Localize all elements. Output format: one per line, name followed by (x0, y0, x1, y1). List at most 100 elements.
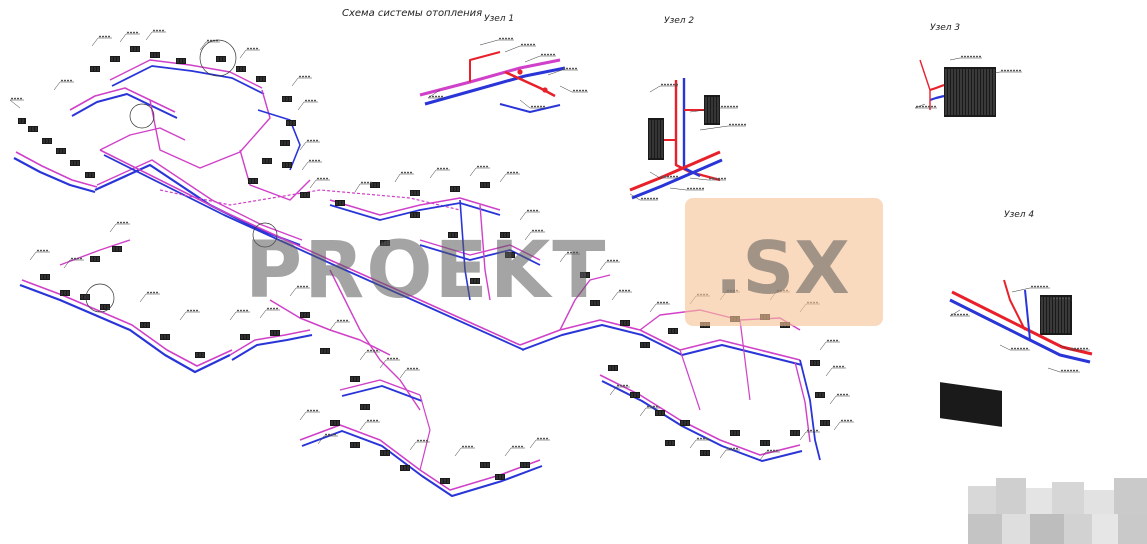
leader-label-glyph (610, 259, 612, 262)
leader-label-glyph (657, 301, 659, 304)
leader-label-glyph (516, 171, 518, 174)
leader-label-glyph (133, 31, 135, 34)
leader-stroke (359, 351, 367, 361)
leader-label-glyph (1053, 297, 1055, 300)
leader-label-glyph (670, 83, 672, 86)
leader-line (547, 67, 578, 76)
leader-label-glyph (703, 293, 705, 296)
leader-label-glyph (619, 289, 621, 292)
leader-label-glyph (1034, 285, 1036, 288)
radiator (380, 240, 390, 246)
leader-label-glyph (833, 365, 835, 368)
radiator (28, 126, 38, 132)
leader-stroke (799, 431, 807, 441)
leader-label-glyph (676, 175, 678, 178)
leader-label-glyph (61, 79, 63, 82)
leader-stroke (529, 439, 537, 449)
leader-label-glyph (196, 309, 198, 312)
leader-label-glyph (518, 445, 520, 448)
leader-stroke (289, 287, 297, 297)
leader-line (689, 437, 710, 449)
leader-label-glyph (1023, 347, 1025, 350)
leader-label-glyph (572, 67, 574, 70)
leader-label-glyph (147, 291, 149, 294)
leader-line (629, 193, 658, 201)
leader-label-glyph (150, 291, 152, 294)
radiator (85, 172, 95, 178)
leader-label-glyph (807, 429, 809, 432)
leader-label-glyph (328, 433, 330, 436)
leader-stroke (949, 57, 961, 61)
leader-label-glyph (267, 307, 269, 310)
radiator (730, 316, 740, 322)
leader-label-glyph (966, 313, 968, 316)
leader-label-glyph (925, 105, 927, 108)
leader-stroke (524, 55, 541, 63)
leader-label-glyph (783, 289, 785, 292)
radiator (282, 96, 292, 102)
leader-label-glyph (1011, 347, 1013, 350)
supply-branch-pipe (159, 189, 461, 211)
leader-label-glyph (656, 405, 658, 408)
radiator (262, 158, 272, 164)
leader-label-glyph (916, 105, 918, 108)
leader-line (299, 139, 320, 151)
leader-label-glyph (370, 419, 372, 422)
node1-branch-pipe (504, 70, 556, 98)
leader-stroke (109, 223, 117, 233)
radiator (300, 192, 310, 198)
leader-label-glyph (656, 197, 658, 200)
leader-line (53, 79, 74, 91)
leader-label-glyph (715, 177, 717, 180)
leader-label-glyph (697, 293, 699, 296)
leader-stroke (719, 291, 727, 301)
node4-radiator-left (940, 382, 1002, 427)
blur-cell (996, 478, 1026, 514)
leader-label-glyph (628, 289, 630, 292)
leader-label-glyph (299, 75, 301, 78)
leader-line (799, 429, 820, 441)
leader-stroke (409, 441, 417, 451)
leader-label-glyph (420, 439, 422, 442)
leader-label-glyph (502, 37, 504, 40)
leader-line (359, 419, 380, 431)
leader-label-glyph (735, 123, 737, 126)
leader-label-glyph (326, 177, 328, 180)
leader-label-glyph (429, 95, 431, 98)
leader-label-glyph (373, 349, 375, 352)
leader-label-glyph (346, 319, 348, 322)
leader-stroke (297, 101, 305, 111)
supply-riser-pipe (479, 204, 491, 301)
leader-label-glyph (410, 367, 412, 370)
leader-line (1040, 297, 1072, 301)
leader-label-glyph (237, 309, 239, 312)
leader-label-glyph (744, 123, 746, 126)
supply-riser-pipe (419, 394, 431, 471)
leader-stroke (259, 309, 267, 319)
leader-label-glyph (413, 367, 415, 370)
leader-line (759, 449, 780, 461)
radiator (350, 442, 360, 448)
leader-stroke (145, 31, 153, 41)
leader-label-glyph (162, 29, 164, 32)
leader-label-glyph (736, 289, 738, 292)
leader-line (609, 384, 630, 396)
leader-stroke (1011, 287, 1031, 293)
leader-stroke (719, 449, 727, 459)
radiator (820, 420, 830, 426)
leader-label-glyph (14, 97, 16, 100)
leader-stroke (689, 177, 709, 181)
leader-label-glyph (706, 293, 708, 296)
leader-label-glyph (620, 384, 622, 387)
leader-label-glyph (533, 209, 535, 212)
leader-label-glyph (721, 177, 723, 180)
supply-main-pipe (519, 319, 801, 361)
leader-label-glyph (573, 89, 575, 92)
leader-stroke (609, 386, 617, 396)
leader-label-glyph (120, 221, 122, 224)
leader-stroke (379, 359, 387, 369)
leader-label-glyph (957, 313, 959, 316)
leader-label-glyph (446, 167, 448, 170)
leader-label-glyph (1020, 347, 1022, 350)
